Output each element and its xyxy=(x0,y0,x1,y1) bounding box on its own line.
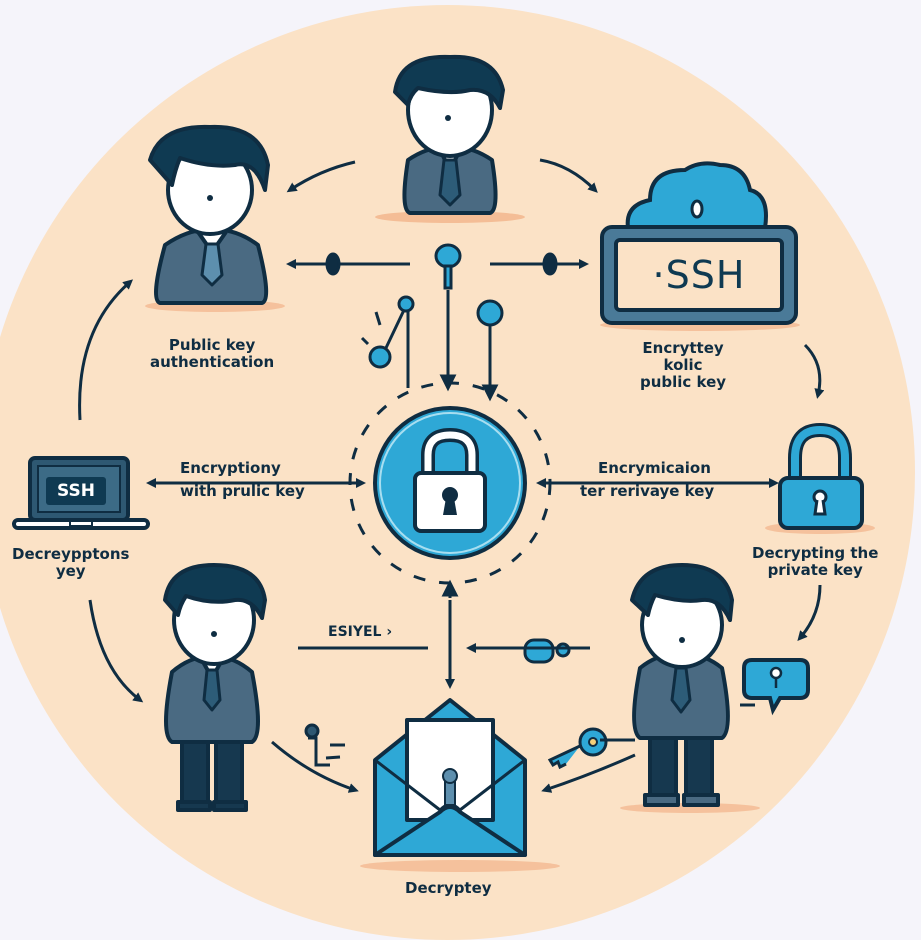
speech-bubble-key-icon xyxy=(742,658,810,716)
label-public-key-authentication: Public key authentication xyxy=(150,336,275,371)
key-icon-small xyxy=(523,638,571,664)
central-padlock-icon xyxy=(348,381,552,585)
label-esiyel: ESIYEL › xyxy=(328,624,393,640)
label-decryption-key: Decreypptons yey xyxy=(12,545,130,580)
envelope-icon xyxy=(373,698,527,857)
laptop-icon xyxy=(12,456,150,530)
key-icon-center xyxy=(434,243,462,392)
ssh-server-label: ·SSH xyxy=(652,253,746,297)
label-decrypting-private-key: Decrypting the private key xyxy=(752,544,879,579)
label-encryption-private-key: Encrymicaion ter rerivaye key xyxy=(580,459,715,500)
person-bottom-left-icon xyxy=(163,563,267,812)
key-icon-swinging xyxy=(360,295,415,388)
key-icon-right-pin xyxy=(476,299,504,402)
padlock-right-icon xyxy=(778,422,864,530)
person-bottom-right-icon xyxy=(630,563,734,807)
diagram-graphics xyxy=(12,54,875,872)
ssh-server-icon xyxy=(600,225,798,325)
label-encryption-with-public-key: Encryptiony with prulic key xyxy=(180,459,305,500)
label-decryptey: Decryptey xyxy=(405,879,492,897)
key-icon-bottom xyxy=(547,727,608,770)
label-encrypt-public-key: Encryttey kolic public key xyxy=(640,339,727,391)
person-left-icon xyxy=(148,124,270,305)
cloud-icon xyxy=(625,161,768,230)
person-top-icon xyxy=(393,54,505,215)
ssh-laptop-label: SSH xyxy=(57,481,95,501)
person-running-icon xyxy=(304,723,345,767)
